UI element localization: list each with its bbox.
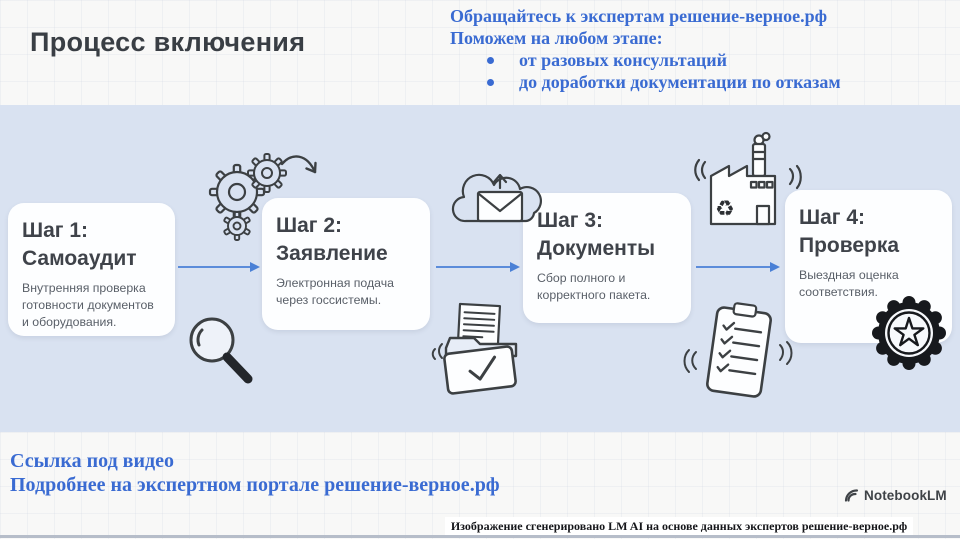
cloud-mail-icon xyxy=(451,173,542,223)
magnifier-icon xyxy=(189,317,253,384)
expert-note: Обращайтесь к экспертам решение-верное.р… xyxy=(450,5,930,93)
clipboard-checklist-icon xyxy=(683,302,793,398)
step-subtitle: Документы xyxy=(537,237,656,261)
expert-note-line1: Обращайтесь к экспертам решение-верное.р… xyxy=(450,6,828,26)
step-title: Шаг 4: xyxy=(799,206,866,229)
step-subtitle: Проверка xyxy=(799,234,900,258)
step-description: Электронная подача через госсистемы. xyxy=(276,276,394,307)
curved-arrow-icon xyxy=(280,155,317,174)
flow-arrow-2 xyxy=(436,262,520,272)
notebooklm-logo-icon xyxy=(844,489,859,502)
factory-icon: ♻ xyxy=(694,131,802,226)
step-description: Выездная оценка соответствия. xyxy=(799,268,899,299)
step-description: Внутренняя проверка готовности документо… xyxy=(22,281,154,329)
step-description: Сбор полного и корректного пакета. xyxy=(537,271,651,302)
page-title: Процесс включения xyxy=(30,27,306,57)
expert-note-bullet-2: до доработки документации по отказам xyxy=(487,71,930,93)
step-title: Шаг 1: xyxy=(22,219,89,242)
folder-check-icon xyxy=(431,302,518,395)
step-title: Шаг 2: xyxy=(276,214,343,237)
step-card-2: Шаг 2: Заявление Электронная подача чере… xyxy=(262,198,430,330)
expert-note-line2: Поможем на любом этапе: xyxy=(450,28,663,48)
footer-link-line2: Подробнее на экспертном портале решение-… xyxy=(10,474,500,496)
footer-links: Ссылка под видео Подробнее на экспертном… xyxy=(10,449,500,497)
step-subtitle: Самоаудит xyxy=(22,247,137,271)
flow-arrow-1 xyxy=(178,262,260,272)
step-title: Шаг 3: xyxy=(537,209,604,232)
bullet-dot-icon xyxy=(487,78,494,86)
step-subtitle: Заявление xyxy=(276,242,388,266)
bullet-text: от разовых консультаций xyxy=(519,50,727,70)
gears-icon xyxy=(208,153,317,241)
notebooklm-brand: NotebookLM xyxy=(843,487,947,504)
footer-link-line1: Ссылка под видео xyxy=(10,450,175,472)
bullet-dot-icon xyxy=(487,56,494,64)
step-card-3: Шаг 3: Документы Сбор полного и корректн… xyxy=(523,193,691,323)
bottom-rule xyxy=(0,535,960,538)
flow-arrow-3 xyxy=(696,262,780,272)
star-badge-icon xyxy=(872,296,946,370)
bullet-text: до доработки документации по отказам xyxy=(519,72,841,92)
recycle-glyph: ♻ xyxy=(715,197,735,222)
generated-caption: Изображение сгенерировано LM AI на основ… xyxy=(445,517,913,536)
brand-label: NotebookLM xyxy=(864,488,947,503)
step-card-1: Шаг 1: Самоаудит Внутренняя проверка гот… xyxy=(8,203,175,336)
expert-note-bullet-1: от разовых консультаций xyxy=(487,49,930,71)
